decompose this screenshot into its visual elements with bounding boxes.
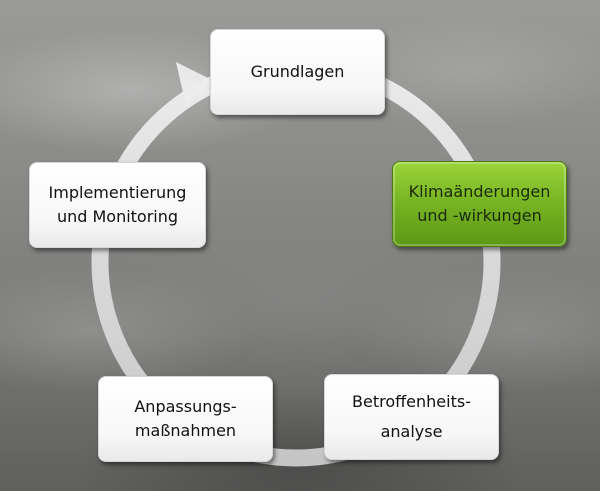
node-klimaaenderungen-line-1: Klimaänderungen: [408, 182, 551, 201]
node-betroffenheitsanalyse: Betroffenheits- analyse: [324, 374, 499, 460]
node-anpassungsmassnahmen-line-1: Anpassungs-: [134, 397, 237, 416]
node-betroffenheitsanalyse-line-2: analyse: [380, 422, 443, 441]
node-implementierung-line-2: und Monitoring: [56, 207, 179, 226]
node-klimaaenderungen-line-2: und -wirkungen: [417, 206, 542, 225]
node-implementierung-line-1: Implementierung: [48, 183, 187, 202]
cycle-arrowhead: [176, 62, 212, 106]
node-betroffenheitsanalyse-line-1: Betroffenheits-: [352, 392, 471, 411]
node-grundlagen: Grundlagen: [210, 29, 385, 115]
node-implementierung: Implementierung und Monitoring: [29, 162, 206, 248]
node-klimaaenderungen: Klimaänderungen und -wirkungen: [392, 161, 567, 247]
node-grundlagen-line-1: Grundlagen: [250, 62, 345, 81]
node-anpassungsmassnahmen: Anpassungs- maßnahmen: [98, 376, 273, 462]
node-anpassungsmassnahmen-line-2: maßnahmen: [134, 421, 237, 440]
